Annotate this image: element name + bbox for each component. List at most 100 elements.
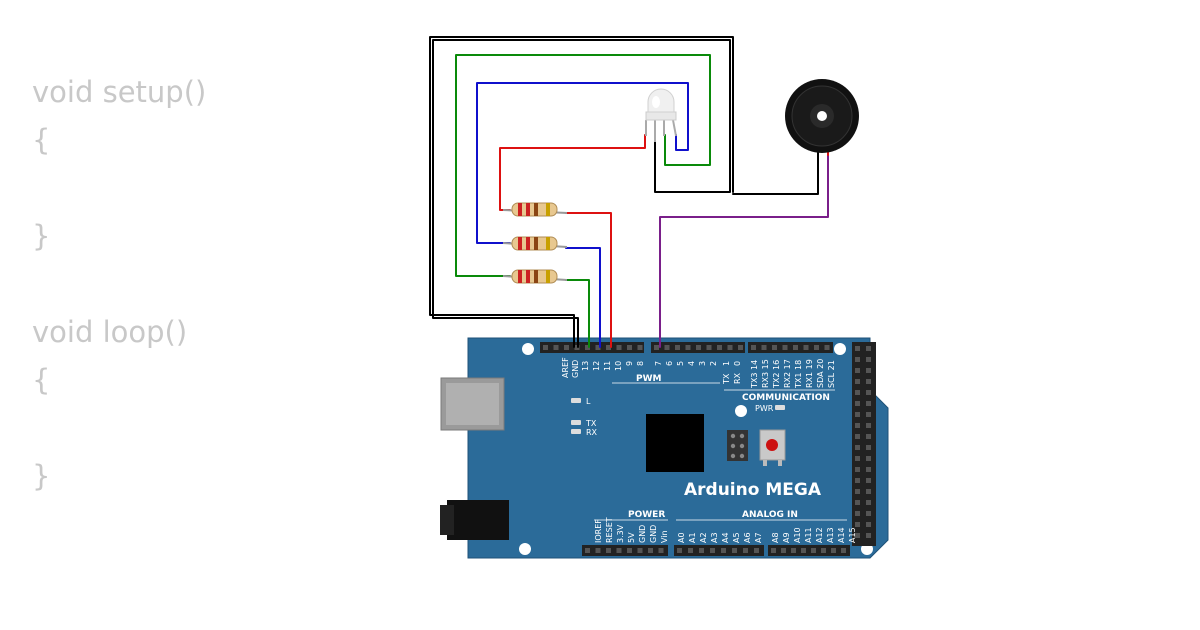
pin-label: 13	[581, 361, 590, 371]
pin-hole	[866, 467, 871, 472]
led-rx-label: RX	[586, 428, 598, 437]
pin-label: A9	[782, 532, 791, 543]
pin-hole	[801, 548, 806, 553]
pin-label: 6	[665, 361, 674, 366]
pin-hole	[814, 345, 819, 350]
pin-label: A3	[710, 532, 719, 543]
pin-label: A14	[837, 527, 846, 543]
pin-hole	[811, 548, 816, 553]
resistor[interactable]	[502, 202, 568, 217]
pin-hole	[855, 357, 860, 362]
arduino-mega-board[interactable]: L TX RX PWR Arduino MEGA PWM COMMUNICATI…	[440, 337, 889, 559]
pin-hole	[866, 456, 871, 461]
pin-label: A12	[815, 527, 824, 543]
pin-hole	[606, 548, 611, 553]
pin-hole	[585, 345, 590, 350]
analog-in-label: ANALOG IN	[742, 510, 798, 520]
pin-hole	[866, 346, 871, 351]
pin-hole	[866, 412, 871, 417]
pin-hole	[855, 423, 860, 428]
pin-hole	[855, 478, 860, 483]
pin-label: 5V	[627, 532, 636, 543]
pin-hole	[855, 467, 860, 472]
wire-buzzer-gnd[interactable]	[732, 149, 819, 195]
pin-hole	[732, 548, 737, 553]
code-line: {	[32, 123, 51, 157]
pin-hole	[855, 511, 860, 516]
pin-hole	[866, 423, 871, 428]
pin-label: 1	[722, 361, 731, 366]
pin-hole	[751, 345, 756, 350]
power-jack	[440, 500, 509, 540]
pin-label: 4	[687, 361, 696, 366]
led-rx-indicator	[571, 429, 581, 434]
wire-green[interactable]	[455, 54, 711, 348]
pin-hole	[595, 345, 601, 350]
mounting-hole	[522, 343, 534, 355]
pin-label: A2	[699, 532, 708, 543]
analog-pin-labels-a: A0 A1 A2 A3 A4 A5 A6 A7	[677, 532, 763, 543]
pin-hole	[654, 345, 659, 350]
resistor[interactable]	[502, 236, 568, 251]
pin-hole	[855, 368, 860, 373]
pin-label: 8	[636, 361, 645, 366]
pin-hole	[754, 548, 759, 553]
communication-label: COMMUNICATION	[742, 393, 830, 403]
reset-button[interactable]	[759, 429, 786, 466]
pin-label: A7	[754, 532, 763, 543]
pin-hole	[855, 533, 860, 538]
pin-label: TX1 18	[794, 360, 803, 389]
top-left-pin-labels: AREF GND 13 12 11 10 9 8	[561, 357, 645, 378]
analog-pin-labels-b: A8 A9 A10 A11 A12 A13 A14 A15	[771, 527, 857, 543]
pin-hole	[866, 445, 871, 450]
pin-hole	[721, 548, 726, 553]
pin-hole	[595, 548, 601, 553]
pin-hole	[855, 390, 860, 395]
pin-label: GND	[649, 525, 658, 543]
pin-sublabel-rx: RX	[733, 372, 742, 384]
power-label: POWER	[628, 510, 665, 520]
pin-hole	[771, 548, 776, 553]
pin-hole	[658, 548, 664, 553]
pin-label: A10	[793, 527, 802, 543]
led-l-label: L	[586, 397, 591, 406]
code-line: void setup()	[32, 75, 207, 109]
pin-label: 3.3V	[616, 524, 625, 543]
wire-buzzer-signal[interactable]	[659, 149, 829, 348]
pin-hole	[743, 548, 748, 553]
rgb-led[interactable]	[645, 88, 677, 142]
pin-hole	[793, 345, 798, 350]
pin-hole	[627, 345, 632, 350]
pin-label: RX2 17	[783, 359, 792, 388]
pin-hole	[855, 379, 860, 384]
pin-hole	[574, 345, 580, 350]
pin-hole	[710, 548, 715, 553]
code-editor[interactable]: void setup() { } void loop() { }	[32, 68, 206, 500]
wire-gnd-black-inner[interactable]	[429, 36, 734, 348]
piezo-buzzer[interactable]	[785, 79, 859, 153]
pin-hole	[821, 548, 826, 553]
wire-blue[interactable]	[476, 82, 689, 348]
microcontroller-chip	[646, 414, 704, 472]
pin-label: Vin	[660, 530, 669, 543]
pin-hole	[803, 345, 809, 350]
pin-hole	[866, 434, 871, 439]
pin-hole	[866, 478, 871, 483]
pin-label: 11	[603, 361, 612, 371]
pin-hole	[866, 533, 871, 538]
code-line: {	[32, 363, 51, 397]
pin-hole	[761, 345, 767, 350]
pin-hole	[616, 548, 622, 553]
pin-hole	[855, 401, 860, 406]
pin-hole	[781, 548, 786, 553]
pin-label: A13	[826, 527, 835, 543]
pin-hole	[782, 345, 788, 350]
wire-gnd-black-outer[interactable]	[432, 39, 731, 348]
pin-hole	[866, 390, 871, 395]
top-mid-pin-labels: 7 6 5 4 3 2 1 0 TX RX	[654, 361, 742, 385]
pin-label: 3	[698, 361, 707, 366]
pin-label: SDA 20	[816, 359, 825, 388]
resistor[interactable]	[502, 269, 568, 284]
pin-sublabel-tx: TX	[722, 373, 731, 385]
